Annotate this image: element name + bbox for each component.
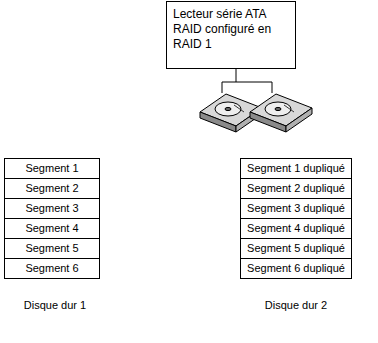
segment-box: Segment 1 dupliqué [240,158,352,179]
segment-box: Segment 6 [4,258,100,279]
wire [272,82,273,93]
hard-drive-icon [250,94,312,132]
disk-caption: Disque dur 1 [24,298,86,312]
box-text: Segment 5 [9,239,95,257]
segment-box: Segment 5 dupliqué [240,238,352,259]
segment-box: Segment 2 dupliqué [240,178,352,199]
box-text: Segment 2 [9,179,95,197]
box-text: Segment 1 [9,159,95,177]
segment-box: Segment 3 dupliqué [240,198,352,219]
box-text: Segment 1 dupliqué [245,159,347,177]
segment-box: Segment 4 dupliqué [240,218,352,239]
segment-box: Segment 2 [4,178,100,199]
box-text: Segment 4 dupliqué [245,219,347,237]
segment-box: Segment 5 [4,238,100,259]
box-text: Segment 6 dupliqué [245,259,347,277]
segment-box: Segment 3 [4,198,100,219]
drive-box: Lecteur série ATA RAID configuré en RAID… [166,1,296,69]
segment-box: Segment 6 dupliqué [240,258,352,279]
box-text: Segment 5 dupliqué [245,239,347,257]
segment-box: Segment 1 [4,158,100,179]
box-text: Segment 3 dupliqué [245,199,347,217]
box-text: Segment 4 [9,219,95,237]
wire [236,69,237,82]
box-text: Lecteur série ATA RAID configuré en RAID… [173,7,289,52]
box-text: Segment 3 [9,199,95,217]
box-text: Segment 6 [9,259,95,277]
box-text: Segment 2 dupliqué [245,179,347,197]
disk-caption: Disque dur 2 [265,298,327,312]
wire [222,82,223,93]
segment-box: Segment 4 [4,218,100,239]
wire [222,82,272,83]
